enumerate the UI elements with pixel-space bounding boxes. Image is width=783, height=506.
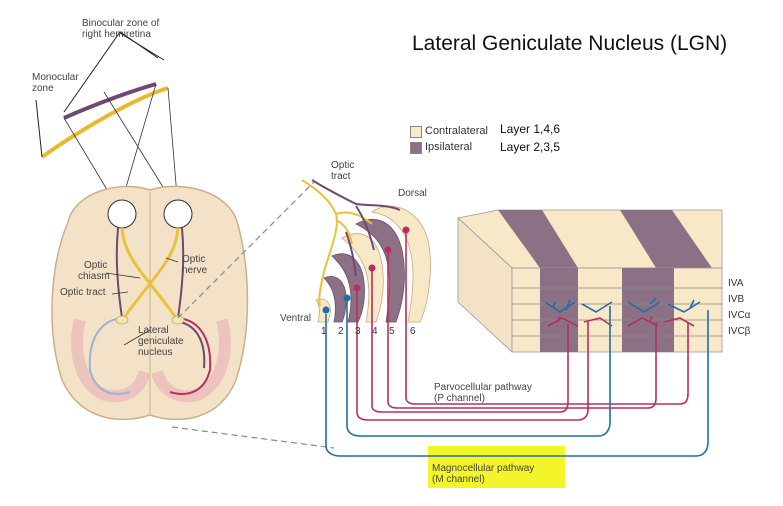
monocular-zone-label-2: zone	[32, 83, 54, 94]
layer-number-3: 3	[355, 326, 361, 337]
lgn-layer-numbers: 1 2 3 4 5 6	[321, 326, 416, 337]
zoom-line-bottom	[171, 426, 335, 449]
optic-chiasm-label-1: Optic	[84, 260, 108, 271]
cortex-layer-ivcb: IVCβ	[728, 326, 751, 337]
contralateral-layers: Layer 1,4,6	[500, 122, 561, 136]
magnocellular-pathway	[325, 300, 709, 457]
relay-cells	[322, 226, 410, 314]
parvo-label-2: (P channel)	[434, 393, 485, 404]
layer-number-5: 5	[389, 326, 395, 337]
zoom-line-top	[177, 181, 315, 319]
ipsilateral-layers: Layer 2,3,5	[500, 140, 561, 154]
magno-label-2: (M channel)	[432, 474, 485, 485]
optic-nerve-label-1: Optic	[182, 254, 206, 265]
lgn-label-3: nucleus	[138, 347, 173, 358]
cortex-layer-ivca: IVCα	[728, 310, 751, 321]
lgn-label-2: geniculate	[138, 336, 184, 347]
brain	[51, 185, 249, 421]
cortex-layer-iva: IVA	[728, 278, 744, 289]
layer-number-4: 4	[372, 326, 378, 337]
optic-tract-fibers	[301, 179, 401, 307]
ventral-label: Ventral	[280, 313, 312, 324]
optic-nerve-label-2: nerve	[182, 265, 208, 276]
layer-number-2: 2	[338, 326, 344, 337]
layer-number-6: 6	[410, 326, 416, 337]
contralateral-swatch	[410, 126, 422, 138]
parvocellular-pathway	[356, 232, 689, 421]
optic-tract-label-2: tract	[331, 171, 351, 182]
monocular-zone-label-1: Monocular	[32, 72, 79, 83]
lgn-layers	[315, 205, 431, 323]
ipsilateral-swatch	[410, 142, 422, 154]
ipsilateral-label: Ipsilateral	[425, 141, 473, 153]
cortex-layer-ivb: IVB	[728, 294, 744, 305]
binocular-zone-label-2: right hemiretina	[82, 29, 151, 40]
parvo-label-1: Parvocellular pathway	[434, 382, 532, 393]
page-title: Lateral Geniculate Nucleus (LGN)	[412, 32, 728, 55]
magnocellular-highlight	[428, 446, 565, 488]
visual-field-arcs	[35, 31, 179, 209]
binocular-zone-label-1: Binocular zone of	[82, 18, 160, 29]
optic-tract-brain-label: Optic tract	[60, 287, 106, 298]
optic-chiasm-label-2: chiasm	[78, 271, 110, 282]
optic-tract-label-1: Optic	[331, 160, 355, 171]
contralateral-label: Contralateral	[425, 125, 488, 137]
cortex-block	[457, 209, 723, 353]
dorsal-label: Dorsal	[398, 188, 427, 199]
layer-number-1: 1	[321, 326, 327, 337]
leader-lines	[105, 257, 179, 346]
cortex-layer-labels: IVA IVB IVCα IVCβ	[728, 278, 751, 337]
magno-label-1: Magnocellular pathway	[432, 463, 535, 474]
lgn-label-1: Lateral	[138, 325, 169, 336]
